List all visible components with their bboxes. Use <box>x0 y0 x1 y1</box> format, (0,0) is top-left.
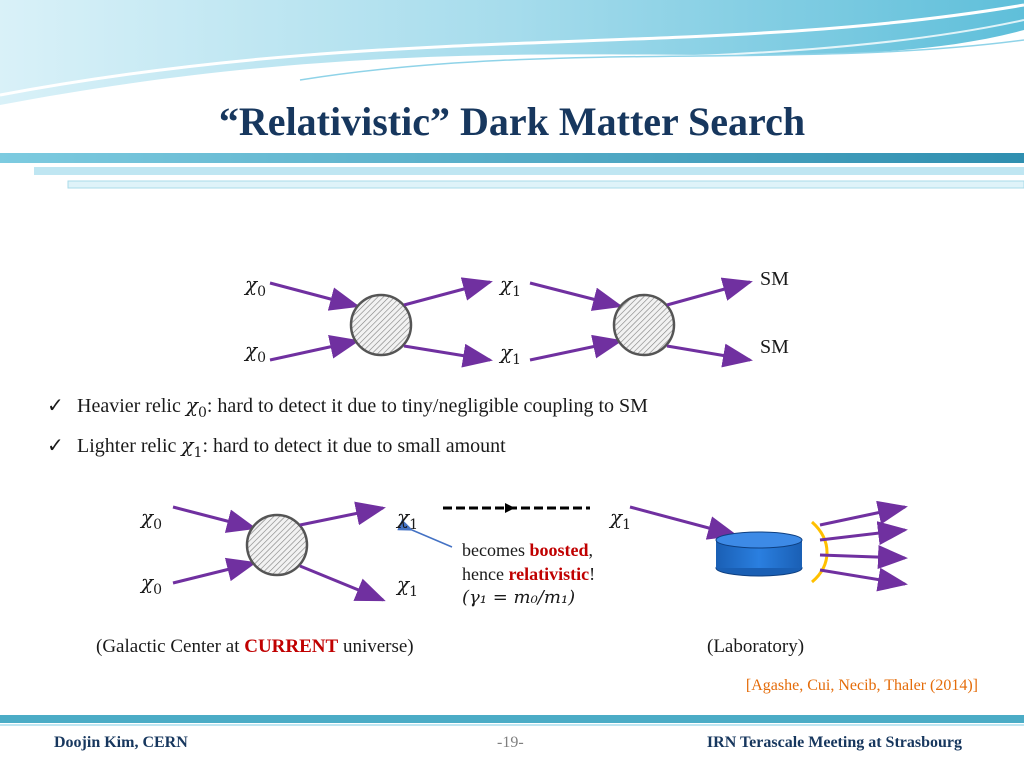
footer-bar <box>0 715 1024 726</box>
boosted-note: becomes boosted, hence relativistic! (γ₁… <box>462 538 595 610</box>
caption-laboratory: (Laboratory) <box>707 636 805 657</box>
bullet-lighter-relic: ✓Lighter relic χ1: hard to detect it due… <box>47 433 506 461</box>
checkmark-icon: ✓ <box>47 435 64 457</box>
label-chi0-bottom-in1: χ0 <box>141 505 163 533</box>
label-chi0-top-in1: χ0 <box>245 272 267 300</box>
label-chi0-bottom-in2: χ0 <box>141 570 163 598</box>
note-line-3: (γ₁ = m₀/m₁) <box>462 587 576 608</box>
annihilation-diagram-top <box>269 277 753 368</box>
label-sm-out1: SM <box>760 268 789 290</box>
caption-galactic-center: (Galactic Center at CURRENT universe) <box>96 636 414 657</box>
note-line-1: becomes boosted, <box>462 540 593 560</box>
checkmark-icon: ✓ <box>47 395 64 417</box>
boosted-dm-diagram <box>172 500 908 602</box>
label-chi1-top-mid2: χ1 <box>500 340 522 368</box>
note-line-2: hence relativistic! <box>462 564 596 584</box>
slide-title: “Relativistic” Dark Matter Search <box>218 99 806 144</box>
header-banner <box>0 0 1024 189</box>
label-chi1-bottom-out1: χ1 <box>397 505 419 533</box>
pointer-arrow <box>397 519 453 548</box>
footer-page-number: -19- <box>497 734 524 751</box>
bullet-heavier-relic: ✓Heavier relic χ0: hard to detect it due… <box>47 393 648 421</box>
label-chi1-bottom-out2: χ1 <box>397 572 419 600</box>
label-chi1-top-mid1: χ1 <box>500 272 522 300</box>
citation: [Agashe, Cui, Necib, Thaler (2014)] <box>745 677 978 694</box>
footer-event: IRN Terascale Meeting at Strasbourg <box>706 734 962 751</box>
label-chi0-top-in2: χ0 <box>245 338 267 366</box>
footer-author: Doojin Kim, CERN <box>54 734 188 751</box>
label-chi1-traveling: χ1 <box>610 505 632 533</box>
label-sm-out2: SM <box>760 336 789 358</box>
